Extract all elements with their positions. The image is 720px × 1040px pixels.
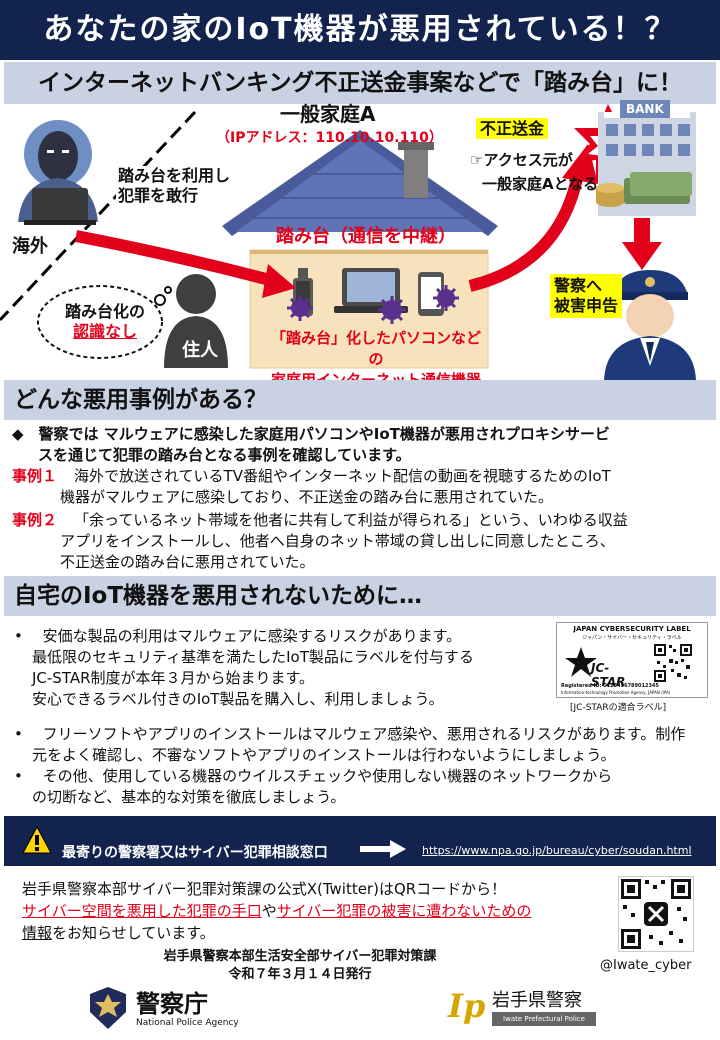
jc-star-qr-code: [653, 643, 693, 683]
bank-sign: BANK: [620, 100, 670, 118]
qr-code-icon: [619, 877, 693, 951]
fraud-label: 不正送金: [476, 118, 549, 139]
case-1-line: 海外で放送されているTV番組やインターネット配信の動画を視聴するためのIoT: [74, 467, 611, 485]
jc-star-registered-id: Registered ID: 0123456789012345: [561, 683, 659, 689]
iwate-police-logo: Ip 岩手県警察 Iwate Prefectural Police: [448, 986, 598, 1034]
cases-intro: ◆ 警察では マルウェアに感染した家庭用パソコンやIoT機器が悪用されプロキシサ…: [12, 424, 712, 466]
access-origin-note: ☞アクセス元が 一般家庭Aとなる: [470, 148, 598, 196]
qr-code-icon: [653, 643, 693, 683]
jc-star-caption: [JC-STARの適合ラベル]: [570, 703, 667, 713]
contact-text: 最寄りの警察署又はサイバー犯罪相談窓口: [62, 845, 328, 861]
issue-date: 令和７年３月１４日発行: [228, 967, 372, 982]
jc-star-issuer: Information-technology Promotion Agency,…: [561, 690, 671, 695]
prevention-bullet-3-line: の切断など、基本的な対策を徹底しましょう。: [32, 788, 346, 806]
contact-bar: 最寄りの警察署又はサイバー犯罪相談窓口 https://www.npa.go.j…: [4, 816, 716, 866]
police-officer-icon: [604, 270, 696, 380]
cases-intro-line: ◆ 警察では マルウェアに感染した家庭用パソコンやIoT機器が悪用されプロキシサ…: [12, 425, 610, 443]
prevention-bullet-2: • フリーソフトやアプリのインストールはマルウェア感染や、悪用されるリスクがあり…: [14, 724, 714, 766]
cases-intro-line: スを通じて犯罪の踏み台となる事例を確認しています。: [38, 446, 411, 464]
report-arrow-icon: [622, 218, 662, 270]
cases-heading: どんな悪用事例がある？: [4, 380, 716, 420]
jc-star-label: JAPAN CYBERSECURITY LABEL ジャパン・サイバー・セキュリ…: [556, 622, 708, 698]
warning-icon: [22, 826, 52, 854]
iwate-police-name: 岩手県警察: [492, 990, 582, 1011]
footer-line: 岩手県警察本部サイバー犯罪対策課の公式X(Twitter)はQRコードから！: [22, 880, 507, 898]
jc-star-label-subtitle: ジャパン・サイバー・セキュリティ・ラベル: [582, 635, 682, 641]
prevention-heading: 自宅のIoT機器を悪用されないために…: [4, 576, 716, 616]
unaware-line: 認識なし: [72, 322, 137, 341]
ip-address-label: （IPアドレス：110.10.10.110）: [216, 130, 443, 146]
smartphone-icon: [418, 272, 444, 316]
prevention-bullet-1-line: 安心できるラベル付きのIoT製品を購入し、利用しましょう。: [32, 690, 444, 708]
attack-arrow-icon: [74, 230, 296, 298]
resident-silhouette-icon: [164, 274, 228, 368]
police-report-line: 警察へ: [554, 276, 603, 295]
money-stack-icon: [596, 172, 692, 207]
prevention-bullet-2-line: 元をよく確認し、不審なソフトやアプリのインストールは行わないようにしましょう。: [32, 746, 616, 764]
prevention-bullet-1-line: JC-STAR制度が本年３月から始まります。: [32, 669, 315, 687]
illustration-graphics: [0, 104, 696, 380]
npa-name: 警察庁: [136, 990, 208, 1018]
thought-bubble-icon: [37, 285, 172, 359]
unaware-line: 踏み台化の: [64, 302, 145, 321]
iwate-police-mark: Ip: [448, 987, 486, 1025]
prevention-bullet-1: • 安価な製品の利用はマルウェアに感染するリスクがあります。 最低限のセキュリテ…: [14, 626, 554, 710]
malware-spikes-icon: [287, 285, 459, 324]
case-2-line: 「余っているネット帯域を他者に共有して利益が得られる」という、いわゆる収益: [74, 511, 628, 529]
footer-tail: をお知らせしています。: [52, 924, 215, 942]
page-subtitle: インターネットバンキング不正送金事案などで「踏み台」に！: [4, 62, 716, 104]
page-title: あなたの家のIoT機器が悪用されている！？: [0, 0, 720, 60]
resident-label: 住人: [182, 340, 218, 361]
case-2-line: アプリをインストールし、他者へ自身のネット帯域の貸し出しに同意したところ、: [60, 532, 615, 550]
border-divider-line: [0, 110, 197, 322]
prevention-bullet-1-line: • 安価な製品の利用はマルウェアに感染するリスクがあります。: [14, 627, 462, 645]
unaware-caption: 踏み台化の 認識なし: [60, 302, 150, 342]
prevention-bullet-2-line: • フリーソフトやアプリのインストールはマルウェア感染や、悪用されるリスクがあり…: [14, 725, 686, 743]
x-qr-code[interactable]: [618, 876, 694, 952]
star-icon: [565, 647, 597, 677]
case-2: 事例２ 「余っているネット帯域を他者に共有して利益が得られる」という、いわゆる収…: [12, 510, 712, 573]
overseas-label: 海外: [12, 236, 48, 257]
police-report-label: 警察へ 被害申告: [550, 274, 623, 318]
x-handle: @Iwate_cyber: [600, 958, 692, 973]
access-origin-line: ☞アクセス元が: [470, 151, 573, 169]
case-1: 事例１ 海外で放送されているTV番組やインターネット配信の動画を視聴するためのI…: [12, 466, 712, 508]
attacker-caption-line: 踏み台を利用し: [118, 166, 231, 185]
contact-url-link[interactable]: https://www.npa.go.jp/bureau/cyber/souda…: [422, 844, 692, 857]
jc-star-brand: JC-STAR: [591, 661, 626, 689]
access-origin-line: 一般家庭Aとなる: [482, 175, 599, 193]
case-2-label: 事例２: [12, 511, 58, 529]
jc-star-label-title: JAPAN CYBERSECURITY LABEL: [573, 625, 691, 633]
prevention-bullet-1-line: 最低限のセキュリティ基準を満たしたIoT製品にラベルを付与する: [32, 648, 474, 666]
household-label: 一般家庭A: [280, 102, 376, 126]
attacker-caption: 踏み台を利用し 犯罪を敢行: [116, 166, 233, 206]
prevention-bullet-3: • その他、使用している機器のウイルスチェックや使用しない機器のネットワークから…: [14, 766, 714, 808]
damage-prevention-link[interactable]: サイバー犯罪の被害に遭わないための: [276, 902, 532, 920]
prevention-bullet-3-line: • その他、使用している機器のウイルスチェックや使用しない機器のネットワークから: [14, 767, 613, 785]
case-1-label: 事例１: [12, 467, 58, 485]
issuer-name: 岩手県警察本部生活安全部サイバー犯罪対策課: [163, 949, 437, 964]
npa-logo: 警察庁 National Police Agency: [88, 984, 248, 1034]
jc-star-logo: JC-STAR: [565, 645, 639, 689]
footer-connector: や: [261, 902, 277, 920]
npa-english-name: National Police Agency: [136, 1018, 239, 1028]
case-2-line: 不正送金の踏み台に悪用されていた。: [60, 553, 315, 571]
info-link[interactable]: 情報: [22, 924, 53, 942]
relay-label: 踏み台（通信を中継）: [276, 226, 456, 247]
footer-info: 岩手県警察本部サイバー犯罪対策課の公式X(Twitter)はQRコードから！ サ…: [22, 878, 602, 944]
stepping-stone-illustration: 一般家庭A （IPアドレス：110.10.10.110） 踏み台を利用し 犯罪を…: [0, 100, 720, 389]
crime-methods-link[interactable]: サイバー空間を悪用した犯罪の手口: [22, 902, 262, 920]
iwate-police-english-name: Iwate Prefectural Police: [492, 1012, 596, 1026]
arrow-right-icon: [360, 840, 406, 858]
hacker-icon: [18, 120, 98, 225]
police-report-line: 被害申告: [554, 296, 619, 315]
hijacked-devices-line: 「踏み台」化したパソコンなどの: [270, 329, 481, 368]
case-1-line: 機器がマルウェアに感染しており、不正送金の踏み台に悪用されていた。: [60, 488, 554, 506]
police-emblem-icon: [90, 987, 126, 1029]
attacker-caption-line: 犯罪を敢行: [118, 186, 199, 205]
issuer-block: 岩手県警察本部生活安全部サイバー犯罪対策課 令和７年３月１４日発行: [0, 948, 600, 984]
